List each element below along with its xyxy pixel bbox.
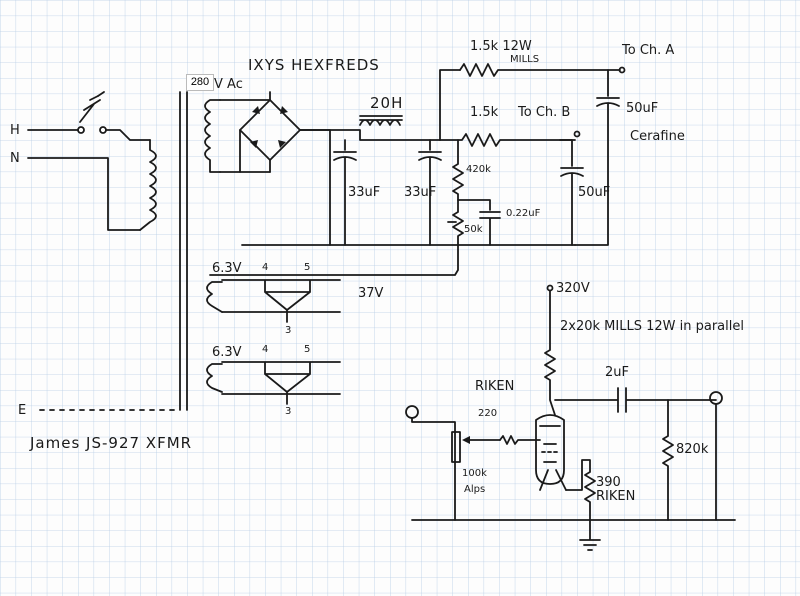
rectifier-label: IXYS HEXFREDS xyxy=(248,56,380,74)
cathode-resistor xyxy=(565,459,596,521)
heater-2-voltage: 6.3V xyxy=(212,345,242,360)
grid-stopper-resistor xyxy=(499,435,541,445)
input-line xyxy=(411,417,456,521)
filter-cap-1-label: 33uF xyxy=(348,185,380,200)
resistor-ch-b xyxy=(439,133,576,147)
transformer-name: James JS-927 XFMR xyxy=(29,434,192,452)
transformer-core xyxy=(179,91,188,411)
grid-leak-resistor xyxy=(662,399,674,521)
cap-ch-a xyxy=(574,69,620,246)
volume-pot-brand: Alps xyxy=(464,484,485,495)
cap-ch-b xyxy=(559,139,584,246)
volume-pot-label: 100k xyxy=(462,468,487,479)
plate-load-label: 2x20k MILLS 12W in parallel xyxy=(560,319,744,334)
filter-cap-2 xyxy=(418,139,442,246)
mains-hot-label: H xyxy=(10,123,20,138)
resistor-ch-a xyxy=(459,63,621,77)
cap-ch-a-label: 50uF xyxy=(626,101,658,116)
output-ch-a-terminal xyxy=(618,66,626,74)
cap-ch-b-label: 50uF xyxy=(578,185,610,200)
resistor-ch-a-brand: MILLS xyxy=(510,54,539,65)
heater-winding-1 xyxy=(206,279,341,323)
hv-rail xyxy=(299,129,441,141)
resistor-ch-b-label: 1.5k xyxy=(470,105,499,120)
trim-label: 50k xyxy=(464,224,483,235)
cathode-res-label: 390 xyxy=(596,475,621,490)
bias-line xyxy=(209,244,459,276)
heater-1-voltage: 6.3V xyxy=(212,261,242,276)
hv-secondary-suffix: V Ac xyxy=(214,77,243,92)
hv-secondary-winding xyxy=(204,99,221,173)
choke xyxy=(359,115,403,126)
heater-2-pin-4: 4 xyxy=(262,344,268,355)
output-ch-a-label: To Ch. A xyxy=(621,43,674,58)
heater-1-pin-3: 3 xyxy=(285,325,291,336)
filter-cap-1 xyxy=(333,139,357,246)
volume-pot xyxy=(451,431,461,463)
plate-load-resistor xyxy=(544,290,556,416)
mains-input xyxy=(27,91,151,231)
cap-ch-a-brand: Cerafine xyxy=(630,129,685,144)
output-ch-b-label: To Ch. B xyxy=(517,105,570,120)
bypass-cap-label: 0.22uF xyxy=(506,208,541,219)
earth-label: E xyxy=(18,403,26,418)
heater-2-pin-3: 3 xyxy=(285,406,291,417)
ground-symbol xyxy=(579,519,601,551)
b-plus-label: 320V xyxy=(556,281,590,296)
heater-1-pin-5: 5 xyxy=(304,262,310,273)
power-switch xyxy=(79,95,101,123)
heater-1-pin-4: 4 xyxy=(262,262,268,273)
coupling-cap-label: 2uF xyxy=(605,365,629,380)
trim-pot xyxy=(452,199,464,246)
heater-winding-2 xyxy=(206,361,341,405)
cathode-res-brand: RIKEN xyxy=(596,489,635,504)
bleeder-label: 420k xyxy=(466,164,491,175)
output-ch-b-terminal xyxy=(573,130,581,138)
choke-label: 20H xyxy=(370,94,403,112)
bleeder-resistor xyxy=(452,139,501,246)
heater-2-pin-5: 5 xyxy=(304,344,310,355)
grid-leak-label: 820k xyxy=(676,442,709,457)
grid-stopper-label: 220 xyxy=(478,408,497,419)
primary-winding xyxy=(139,139,157,231)
mains-neutral-label: N xyxy=(10,151,20,166)
grid-stopper-brand: RIKEN xyxy=(475,379,514,394)
hv-secondary-voltage-tag: 280 xyxy=(186,74,214,91)
coupling-cap xyxy=(554,387,717,413)
bias-voltage-label: 37V xyxy=(358,286,384,301)
resistor-ch-a-label: 1.5k 12W xyxy=(470,39,532,54)
filter-cap-2-label: 33uF xyxy=(404,185,436,200)
triode-tube xyxy=(535,414,567,491)
